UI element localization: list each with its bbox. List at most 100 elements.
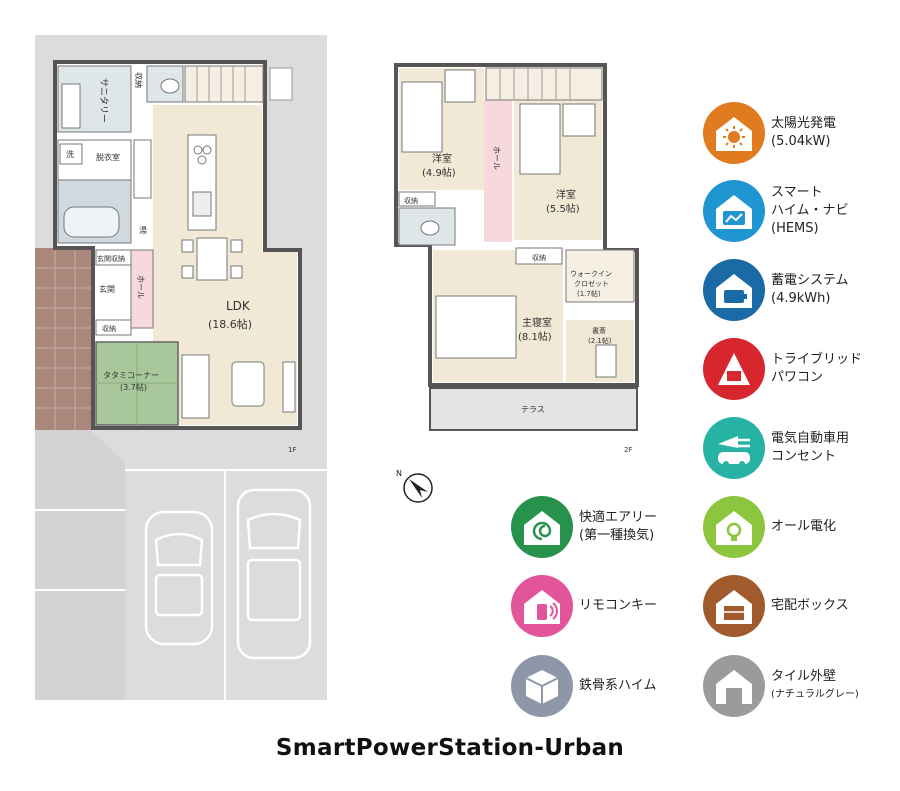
feature-battery: 蓄電システム (4.9kWh) [703, 259, 849, 321]
feature-battery-line2: (4.9kWh) [771, 291, 831, 306]
label-storage-bottom: 収納 [102, 324, 116, 333]
feature-airy: 快適エアリー (第一種換気) [511, 496, 657, 558]
feature-hems-line2: ハイム・ナビ [771, 203, 849, 218]
feature-delivery-text: 宅配ボックス [771, 597, 849, 615]
tile-exterior-icon [703, 655, 765, 717]
bed-master [435, 295, 517, 359]
label-walkin-1: ウォークイン [570, 270, 612, 278]
feature-airy-line2: (第一種換気) [579, 528, 655, 543]
label-entrance: 玄関 [99, 284, 115, 294]
feature-tribrid-text: トライブリッド パワコン [771, 351, 862, 387]
label-western1: 洋室 [432, 152, 452, 165]
label-western1-size: (4.9帖) [422, 166, 456, 179]
feature-hems: スマート ハイム・ナビ (HEMS) [703, 180, 848, 242]
label-study: 書斎 [592, 326, 606, 335]
label-walkin-size: (1.7帖) [577, 289, 601, 298]
feature-solar-text: 太陽光発電 (5.04kW) [771, 115, 836, 151]
parking-area [35, 430, 125, 700]
feature-hems-line1: スマート [771, 185, 823, 200]
label-entrance-storage: 玄関収納 [97, 254, 125, 263]
feature-tile-line1: タイル外壁 [771, 669, 837, 684]
product-title: SmartPowerStation-Urban [275, 735, 625, 761]
label-western2: 洋室 [556, 188, 576, 201]
feature-tribrid-line2: パワコン [771, 370, 824, 385]
feature-hems-text: スマート ハイム・ナビ (HEMS) [771, 184, 848, 238]
floor2-plan: 洋室 (4.9帖) 収納 ホール 洋室 (5.5帖) 収納 ウォークイン クロゼ… [394, 63, 639, 454]
feature-tribrid-line1: トライブリッド [771, 352, 863, 367]
label-dressing: 脱衣室 [96, 152, 120, 162]
bed-western2 [519, 103, 561, 175]
entrance-tile [35, 248, 93, 430]
label-storage1-2f: 収納 [404, 196, 418, 205]
feature-airy-text: 快適エアリー (第一種換気) [579, 509, 657, 545]
label-study-size: (2.1帖) [588, 336, 612, 345]
stairs-2f [485, 67, 603, 101]
hall-2f [484, 100, 512, 242]
feature-all-electric: オール電化 [703, 496, 836, 558]
feature-remote-key-text: リモコンキー [579, 597, 657, 615]
dining-table [196, 237, 228, 281]
feature-solar: 太陽光発電 (5.04kW) [703, 102, 836, 164]
feature-ev: 電気自動車用 コンセント [703, 417, 849, 479]
feature-steel-text: 鉄骨系ハイム [579, 677, 656, 695]
feature-ev-line1: 電気自動車用 [771, 431, 850, 446]
label-1f: 1F [288, 446, 296, 454]
feature-all-electric-text: オール電化 [771, 518, 836, 536]
feature-airy-line1: 快適エアリー [579, 510, 658, 525]
label-hall-2f: ホール [492, 146, 501, 170]
feature-ev-text: 電気自動車用 コンセント [771, 430, 849, 466]
feature-tile-line2: (ナチュラルグレー) [771, 689, 859, 700]
feature-tribrid: トライブリッド パワコン [703, 338, 862, 400]
storage-battery-icon [703, 259, 765, 321]
feature-tile-text: タイル外壁 (ナチュラルグレー) [771, 668, 859, 704]
feature-battery-line1: 蓄電システム [771, 273, 849, 288]
car-left [144, 510, 214, 646]
label-ldk-size: (18.6帖) [208, 318, 252, 331]
label-master-size: (8.1帖) [518, 330, 552, 343]
feature-ev-line2: コンセント [771, 449, 837, 464]
feature-solar-line2: (5.04kW) [771, 134, 831, 149]
label-western2-size: (5.5帖) [546, 202, 580, 215]
label-sanitary: サニタリー [98, 78, 109, 123]
stairs-1f [184, 65, 264, 103]
label-storage2-2f: 収納 [532, 253, 546, 262]
hall-1f [130, 249, 154, 329]
svg-text:N: N [396, 469, 402, 478]
sofa [181, 354, 210, 419]
storage2-2f [515, 247, 563, 265]
label-walkin-2: クロゼット [574, 279, 609, 288]
solar-panel-icon [703, 102, 765, 164]
feature-remote-key-line1: リモコンキー [579, 598, 658, 613]
label-master: 主寝室 [522, 316, 552, 329]
label-wash: 洗 [66, 149, 74, 159]
floor1-plan: サニタリー 収納 洗 脱衣室 湯 玄関収納 玄関 ホール 収納 LDK (18.… [35, 35, 327, 700]
tribrid-power-icon [703, 338, 765, 400]
label-hole-small: 湯 [139, 225, 147, 235]
all-electric-icon [703, 496, 765, 558]
compass-icon: N [396, 469, 433, 503]
label-terrace: テラス [521, 405, 545, 414]
label-tatami: タタミコーナー [103, 371, 159, 380]
bed-western1 [401, 81, 443, 153]
label-2f: 2F [624, 446, 632, 454]
ev-outlet-icon [703, 417, 765, 479]
feature-solar-line1: 太陽光発電 [771, 116, 837, 131]
feature-all-electric-line1: オール電化 [771, 519, 837, 534]
feature-delivery-line1: 宅配ボックス [771, 598, 849, 613]
feature-remote-key: リモコンキー [511, 575, 657, 637]
label-ldk: LDK [226, 299, 251, 313]
feature-steel-line1: 鉄骨系ハイム [579, 678, 657, 693]
storage1-2f [398, 191, 436, 207]
feature-hems-line3: (HEMS) [771, 221, 819, 236]
steel-frame-icon [511, 655, 573, 717]
feature-battery-text: 蓄電システム (4.9kWh) [771, 272, 849, 308]
feature-tile: タイル外壁 (ナチュラルグレー) [703, 655, 859, 717]
feature-delivery: 宅配ボックス [703, 575, 849, 637]
air-ventilation-icon [511, 496, 573, 558]
remote-key-icon [511, 575, 573, 637]
label-hall-1f: ホール [136, 275, 145, 299]
delivery-box-icon [703, 575, 765, 637]
car-right [236, 488, 312, 660]
label-storage-top: 収納 [134, 72, 144, 88]
